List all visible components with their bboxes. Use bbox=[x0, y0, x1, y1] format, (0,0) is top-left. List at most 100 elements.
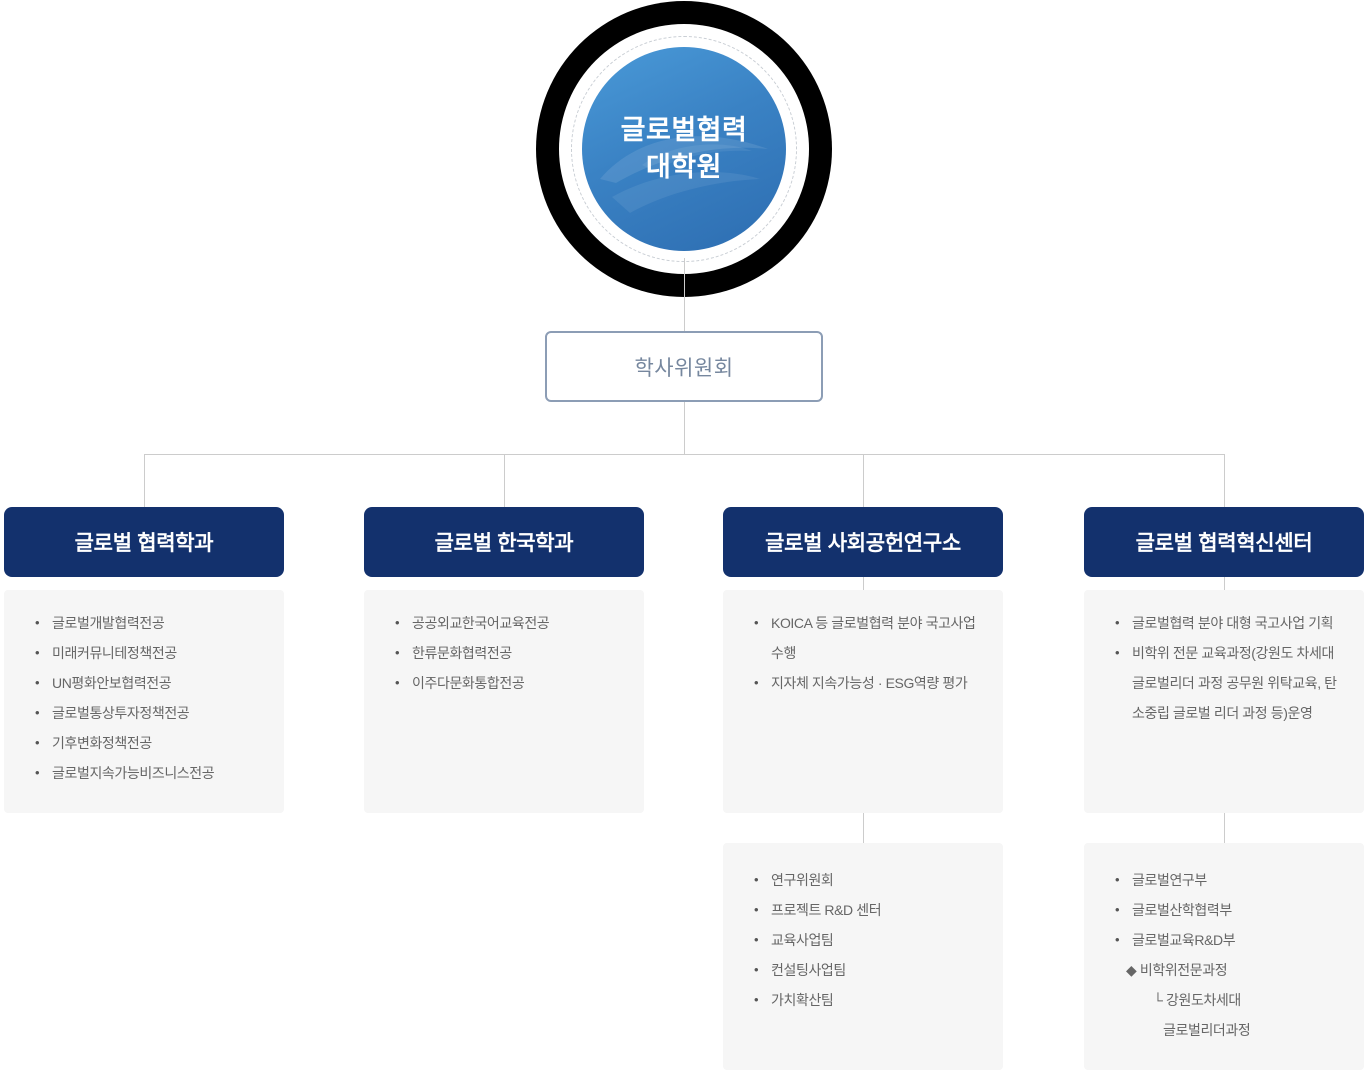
bullet-icon: • bbox=[35, 765, 40, 780]
connector-horizontal-bar bbox=[144, 454, 1225, 455]
list-item-text: UN평화안보협력전공 bbox=[52, 675, 172, 691]
list-item-text: KOICA 등 글로벌협력 분야 국고사업 수행 bbox=[771, 615, 976, 661]
list-item-text: 교육사업팀 bbox=[771, 932, 834, 948]
connector-drop-dept1 bbox=[144, 454, 145, 507]
list-item: • 기후변화정책전공 bbox=[35, 728, 262, 758]
dept-title: 글로벌 협력학과 bbox=[74, 532, 214, 555]
bullet-icon: • bbox=[35, 645, 40, 660]
wing-watermark-icon bbox=[600, 136, 768, 213]
bullet-icon: • bbox=[1115, 615, 1120, 630]
major-list: •글로벌개발협력전공•미래커뮤니테정책전공•UN평화안보협력전공•글로벌통상투자… bbox=[4, 590, 284, 788]
list-item: •글로벌연구부 bbox=[1115, 865, 1342, 895]
root-emblem-inner: 글로벌협력 대학원 bbox=[559, 24, 809, 274]
major-list: • 공공외교한국어교육전공 • 한류문화협력전공 • 이주다문화통합전공 bbox=[364, 590, 644, 698]
list-item: • 지자체 지속가능성 · ESG역량 평가 bbox=[754, 668, 981, 698]
bullet-icon: • bbox=[395, 615, 400, 630]
note-global-leader-course: 글로벌리더과정 bbox=[1163, 1022, 1251, 1038]
dept-header-global-cooperation: 글로벌 협력학과 bbox=[4, 507, 284, 577]
connector-root-to-committee bbox=[684, 258, 685, 331]
root-emblem-circle: 글로벌협력 대학원 bbox=[582, 47, 786, 251]
bullet-icon: • bbox=[754, 932, 759, 947]
list-item: • 글로벌산학협력부 bbox=[1115, 895, 1342, 925]
bullet-icon: • bbox=[35, 705, 40, 720]
note-gangwon-nextgen: └ 강원도차세대 bbox=[1153, 992, 1241, 1008]
division-list: •글로벌연구부 • 글로벌산학협력부 • 글로벌교육R&D부 bbox=[1084, 843, 1364, 955]
list-item-text: 미래커뮤니테정책전공 bbox=[52, 645, 177, 661]
list-item-text: 글로벌통상투자정책전공 bbox=[52, 705, 190, 721]
dept-header-social-contribution-institute: 글로벌 사회공헌연구소 bbox=[723, 507, 1003, 577]
root-title-line2: 대학원 bbox=[645, 152, 722, 182]
list-item-text: 기후변화정책전공 bbox=[52, 735, 152, 751]
committee-label: 학사위원회 bbox=[634, 356, 734, 380]
connector-drop-dept3 bbox=[863, 454, 864, 507]
bullet-icon: • bbox=[754, 962, 759, 977]
list-item-text: 컨설팅사업팀 bbox=[771, 962, 846, 978]
dept-header-global-korean-studies: 글로벌 한국학과 bbox=[364, 507, 644, 577]
list-item: • 이주다문화통합전공 bbox=[395, 668, 622, 698]
list-item-text: 이주다문화통합전공 bbox=[412, 675, 525, 691]
bullet-icon: • bbox=[35, 675, 40, 690]
list-item: •가치확산팀 bbox=[754, 985, 981, 1015]
list-item: • 글로벌지속가능비즈니스전공 bbox=[35, 758, 262, 788]
list-item: • 공공외교한국어교육전공 bbox=[395, 608, 622, 638]
root-emblem-ring: 글로벌협력 대학원 bbox=[536, 1, 832, 297]
connector-drop-dept2 bbox=[504, 454, 505, 507]
dept-box-cooperation-innovation-center: • 글로벌협력 분야 대형 국고사업 기획 • 비학위 전문 교육과정(강원도 차세대… bbox=[1084, 590, 1364, 813]
dept-title: 글로벌 한국학과 bbox=[434, 532, 574, 555]
root-title: 글로벌협력 대학원 bbox=[621, 112, 748, 186]
list-item-text: 글로벌지속가능비즈니스전공 bbox=[52, 765, 215, 781]
dept-box-global-cooperation: •글로벌개발협력전공•미래커뮤니테정책전공•UN평화안보협력전공•글로벌통상투자… bbox=[4, 590, 284, 813]
bullet-icon: • bbox=[35, 735, 40, 750]
note-nondegree-program: ◆ 비학위전문과정 bbox=[1126, 962, 1228, 978]
connector-dept4-box-to-subbox bbox=[1224, 813, 1225, 843]
bullet-icon: • bbox=[395, 675, 400, 690]
list-item: • 글로벌협력 분야 대형 국고사업 기획 bbox=[1115, 608, 1342, 638]
activity-list: • 글로벌협력 분야 대형 국고사업 기획 • 비학위 전문 교육과정(강원도 차세대… bbox=[1084, 590, 1364, 728]
list-item-text: 공공외교한국어교육전공 bbox=[412, 615, 550, 631]
bullet-icon: • bbox=[1115, 932, 1120, 947]
list-item: • KOICA 등 글로벌협력 분야 국고사업 수행 bbox=[754, 608, 981, 668]
bullet-icon: • bbox=[1115, 902, 1120, 917]
list-item-text: 연구위원회 bbox=[771, 872, 834, 888]
root-title-line1: 글로벌협력 bbox=[620, 115, 748, 145]
list-item: • UN평화안보협력전공 bbox=[35, 668, 262, 698]
list-item: •글로벌개발협력전공 bbox=[35, 608, 262, 638]
list-item: • 프로젝트 R&D 센터 bbox=[754, 895, 981, 925]
dept-box-social-contribution-institute: • KOICA 등 글로벌협력 분야 국고사업 수행 • 지자체 지속가능성 · ES… bbox=[723, 590, 1003, 813]
bullet-icon: • bbox=[1115, 645, 1120, 660]
connector-drop-dept4 bbox=[1224, 454, 1225, 507]
subbox-innovation-center-divisions: •글로벌연구부 • 글로벌산학협력부 • 글로벌교육R&D부 ◆ 비학위전문과정 └ 강… bbox=[1084, 843, 1364, 1070]
team-list: • 연구위원회 • 프로젝트 R&D 센터 • 교육사업팀 • 컨설팅사업팀 •가치확산팀 bbox=[723, 843, 1003, 1015]
list-item-text: 글로벌연구부 bbox=[1132, 872, 1207, 888]
list-item: • 미래커뮤니테정책전공 bbox=[35, 638, 262, 668]
list-item-text: 프로젝트 R&D 센터 bbox=[771, 902, 882, 918]
dept-box-global-korean-studies: • 공공외교한국어교육전공 • 한류문화협력전공 • 이주다문화통합전공 bbox=[364, 590, 644, 813]
list-item-text: 글로벌교육R&D부 bbox=[1132, 932, 1236, 948]
connector-dept3-box-to-subbox bbox=[863, 813, 864, 843]
list-item-text: 글로벌협력 분야 대형 국고사업 기획 bbox=[1132, 615, 1334, 631]
connector-committee-to-bar bbox=[684, 402, 685, 454]
list-item-text: 글로벌산학협력부 bbox=[1132, 902, 1232, 918]
dept-title: 글로벌 협력혁신센터 bbox=[1135, 532, 1313, 555]
connector-dept3-header-to-box bbox=[863, 577, 864, 590]
committee-box: 학사위원회 bbox=[545, 331, 823, 402]
list-item-text: 한류문화협력전공 bbox=[412, 645, 512, 661]
list-item: • 교육사업팀 bbox=[754, 925, 981, 955]
list-item-text: 비학위 전문 교육과정(강원도 차세대 글로벌리더 과정 공무원 위탁교육, 탄… bbox=[1132, 645, 1337, 721]
bullet-icon: • bbox=[754, 992, 759, 1007]
bullet-icon: • bbox=[754, 615, 759, 630]
bullet-icon: • bbox=[754, 902, 759, 917]
bullet-icon: • bbox=[35, 615, 40, 630]
list-item: • 비학위 전문 교육과정(강원도 차세대 글로벌리더 과정 공무원 위탁교육, … bbox=[1115, 638, 1342, 728]
list-item: • 한류문화협력전공 bbox=[395, 638, 622, 668]
list-item: • 연구위원회 bbox=[754, 865, 981, 895]
dept-title: 글로벌 사회공헌연구소 bbox=[765, 532, 961, 555]
bullet-icon: • bbox=[395, 645, 400, 660]
bullet-icon: • bbox=[754, 872, 759, 887]
list-item: • 글로벌교육R&D부 bbox=[1115, 925, 1342, 955]
bullet-icon: • bbox=[754, 675, 759, 690]
list-item: • 컨설팅사업팀 bbox=[754, 955, 981, 985]
dept-header-cooperation-innovation-center: 글로벌 협력혁신센터 bbox=[1084, 507, 1364, 577]
list-item-text: 지자체 지속가능성 · ESG역량 평가 bbox=[771, 675, 968, 691]
